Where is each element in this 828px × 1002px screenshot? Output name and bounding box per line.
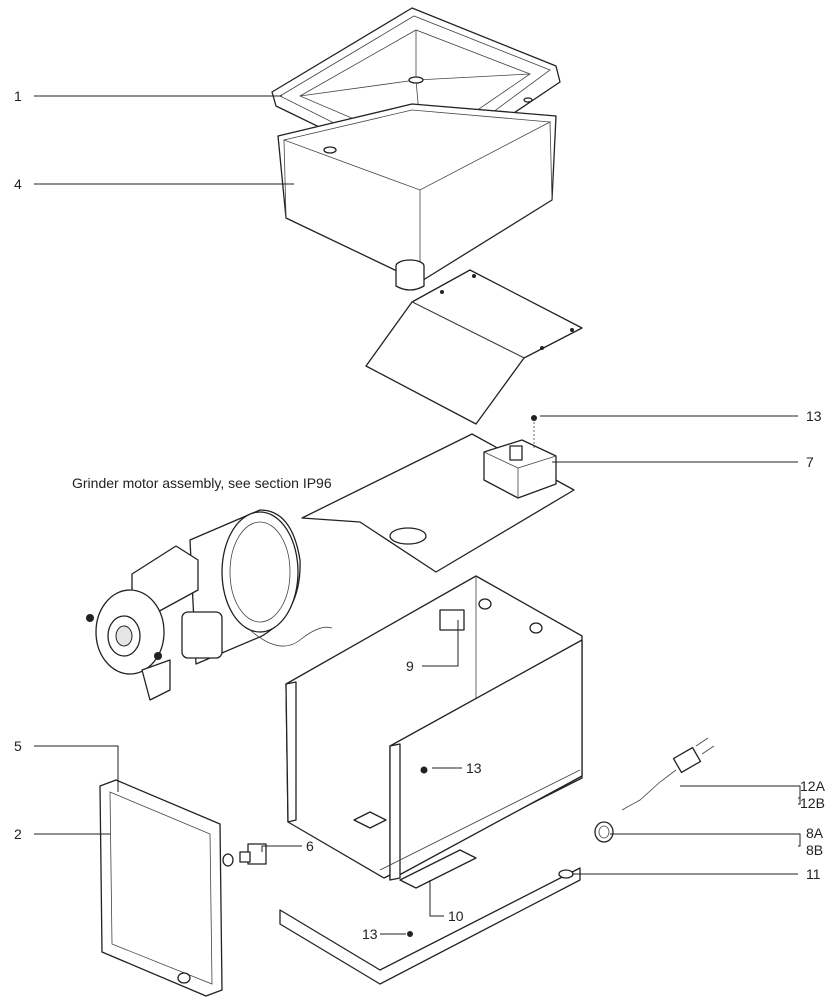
grinder-motor-caption: Grinder motor assembly, see section IP96: [72, 475, 332, 491]
grinder-motor: [86, 509, 333, 701]
callout-labels: 1 4 13 7 9 13 12A 12B 8A 8B 5 2 6 10 13 …: [14, 88, 826, 942]
callout-9: 9: [406, 658, 414, 674]
callout-13-top: 13: [806, 408, 822, 424]
screw-13: [407, 766, 428, 937]
callout-8a: 8A: [806, 825, 824, 841]
callout-12a: 12A: [800, 778, 826, 794]
callout-8b: 8B: [806, 842, 823, 858]
callout-11: 11: [806, 866, 821, 882]
leader-lines: [34, 95, 801, 935]
callout-1: 1: [14, 88, 22, 104]
switch-assembly: [483, 415, 557, 499]
foot-11: [558, 869, 574, 879]
callout-2: 2: [14, 826, 22, 842]
callout-13-bottom: 13: [362, 926, 378, 942]
strain-relief-8: [594, 821, 614, 843]
callout-13-mid: 13: [466, 760, 482, 776]
callout-6: 6: [306, 838, 314, 854]
cabinet-housing: [279, 575, 583, 985]
callout-12b: 12B: [800, 795, 825, 811]
hopper-bowl: [277, 103, 557, 291]
switch-6: [222, 843, 267, 867]
chute-cover: [365, 269, 583, 425]
callout-10: 10: [448, 908, 464, 924]
callout-4: 4: [14, 176, 22, 192]
cordset-12: [621, 737, 715, 811]
callout-5: 5: [14, 738, 22, 754]
callout-7: 7: [806, 454, 814, 470]
side-panel: [99, 779, 223, 997]
